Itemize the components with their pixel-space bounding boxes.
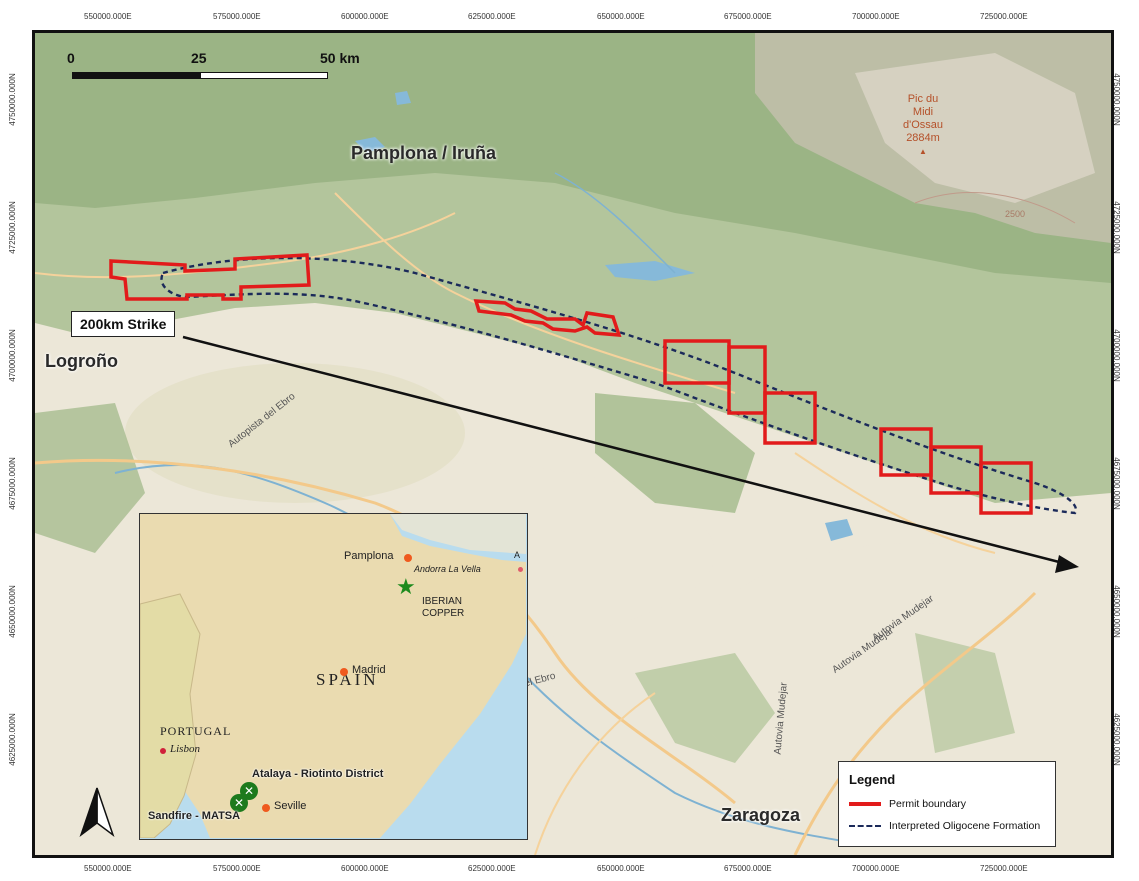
peak-name-line: d'Ossau (903, 119, 944, 131)
easting-label: 650000.000E (597, 12, 645, 21)
permit-polygon (663, 339, 731, 385)
permit-overlay (79, 253, 1079, 838)
iberian-copper-label: IBERIAN (422, 596, 463, 607)
city-label-madrid: Madrid (352, 664, 386, 676)
easting-label: 550000.000E (84, 864, 132, 873)
inset-country-portugal: PORTUGAL (160, 724, 232, 738)
permit-polygon (473, 299, 622, 337)
permit-polygon (879, 427, 933, 477)
legend-label: Interpreted Oligocene Formation (889, 820, 1041, 832)
easting-label: 725000.000E (980, 12, 1028, 21)
easting-label: 725000.000E (980, 864, 1028, 873)
legend-swatch-permit (849, 802, 881, 806)
easting-label: 625000.000E (468, 12, 516, 21)
easting-label: 675000.000E (724, 12, 772, 21)
strike-label: 200km Strike (71, 311, 176, 337)
city-dot-pamplona (404, 554, 412, 562)
andorra-code: A (514, 550, 521, 560)
peak-label: Pic du Midi d'Ossau 2884m ▲ (903, 93, 943, 158)
legend-swatch-formation (849, 825, 881, 827)
scale-bar-segment (73, 73, 201, 78)
north-arrow-icon (79, 787, 115, 838)
northing-label: 4725000.000N (7, 201, 17, 254)
scale-tick-25: 25 (191, 50, 207, 66)
sandfire-mine-icon: ✕ (230, 794, 248, 812)
strike-arrow-head (1055, 555, 1079, 573)
iberian-copper-star-icon: ★ (396, 574, 416, 599)
city-label-pamplona: Pamplona (344, 550, 394, 562)
easting-label: 650000.000E (597, 864, 645, 873)
legend-title: Legend (849, 772, 896, 787)
easting-label: 700000.000E (852, 864, 900, 873)
peak-name-line: Pic du (907, 93, 939, 105)
easting-label: 700000.000E (852, 12, 900, 21)
legend: Legend Permit boundary Interpreted Oligo… (838, 761, 1056, 847)
city-dot-lisbon (160, 748, 166, 754)
permit-polygon (763, 391, 817, 445)
northing-label: 4625000.000N (7, 713, 17, 766)
northing-label: 4700000.000N (7, 329, 17, 382)
easting-label: 550000.000E (84, 12, 132, 21)
easting-label: 575000.000E (213, 12, 261, 21)
scale-bar-segment (201, 73, 327, 78)
inset-map: SPAIN PORTUGAL Pamplona Andorra La Vella… (139, 513, 528, 840)
formation-outline (160, 256, 1078, 515)
easting-label: 625000.000E (468, 864, 516, 873)
northing-label: 4650000.000N (7, 585, 17, 638)
city-label-andorra: Andorra La Vella (414, 564, 481, 574)
inset-land (140, 514, 526, 838)
map-frame[interactable]: 0 25 50 km Pamplona / Iruña Logroño Zara… (32, 30, 1114, 858)
northing-label: 4750000.000N (7, 73, 17, 126)
easting-label: 675000.000E (724, 864, 772, 873)
easting-label: 575000.000E (213, 864, 261, 873)
permit-boundaries (109, 253, 1033, 515)
easting-label: 600000.000E (341, 864, 389, 873)
inset-country-spain: SPAIN (316, 670, 379, 689)
permit-polygon (979, 461, 1033, 515)
contour-label: 2500 (1005, 209, 1026, 219)
permit-polygon (929, 445, 983, 495)
permit-polygon (727, 345, 767, 415)
city-label-seville: Seville (274, 800, 307, 812)
place-label-pamplona: Pamplona / Iruña (351, 143, 497, 163)
easting-label: 600000.000E (341, 12, 389, 21)
city-dot-andorra (518, 567, 523, 572)
place-label-logrono: Logroño (45, 351, 118, 371)
scale-tick-50: 50 km (320, 50, 360, 66)
permit-polygon (109, 253, 311, 301)
peak-elevation: 2884m (906, 132, 940, 144)
scale-tick-0: 0 (67, 50, 75, 66)
city-label-lisbon: Lisbon (170, 743, 200, 755)
legend-item-permit: Permit boundary (849, 798, 966, 810)
atalaya-label: Atalaya - Riotinto District (252, 768, 384, 780)
sandfire-label: Sandfire - MATSA (148, 810, 241, 822)
iberian-copper-label: COPPER (422, 608, 465, 619)
peak-name-line: Midi (912, 106, 934, 118)
place-label-zaragoza: Zaragoza (721, 805, 801, 825)
city-dot-seville (262, 804, 270, 812)
city-dot-madrid (340, 668, 348, 676)
northing-label: 4675000.000N (7, 457, 17, 510)
legend-label: Permit boundary (889, 798, 967, 810)
legend-item-formation: Interpreted Oligocene Formation (849, 820, 1040, 832)
peak-triangle-icon: ▲ (919, 147, 927, 156)
scale-bar-bar (72, 72, 328, 79)
strike-arrow-line (182, 335, 1064, 565)
